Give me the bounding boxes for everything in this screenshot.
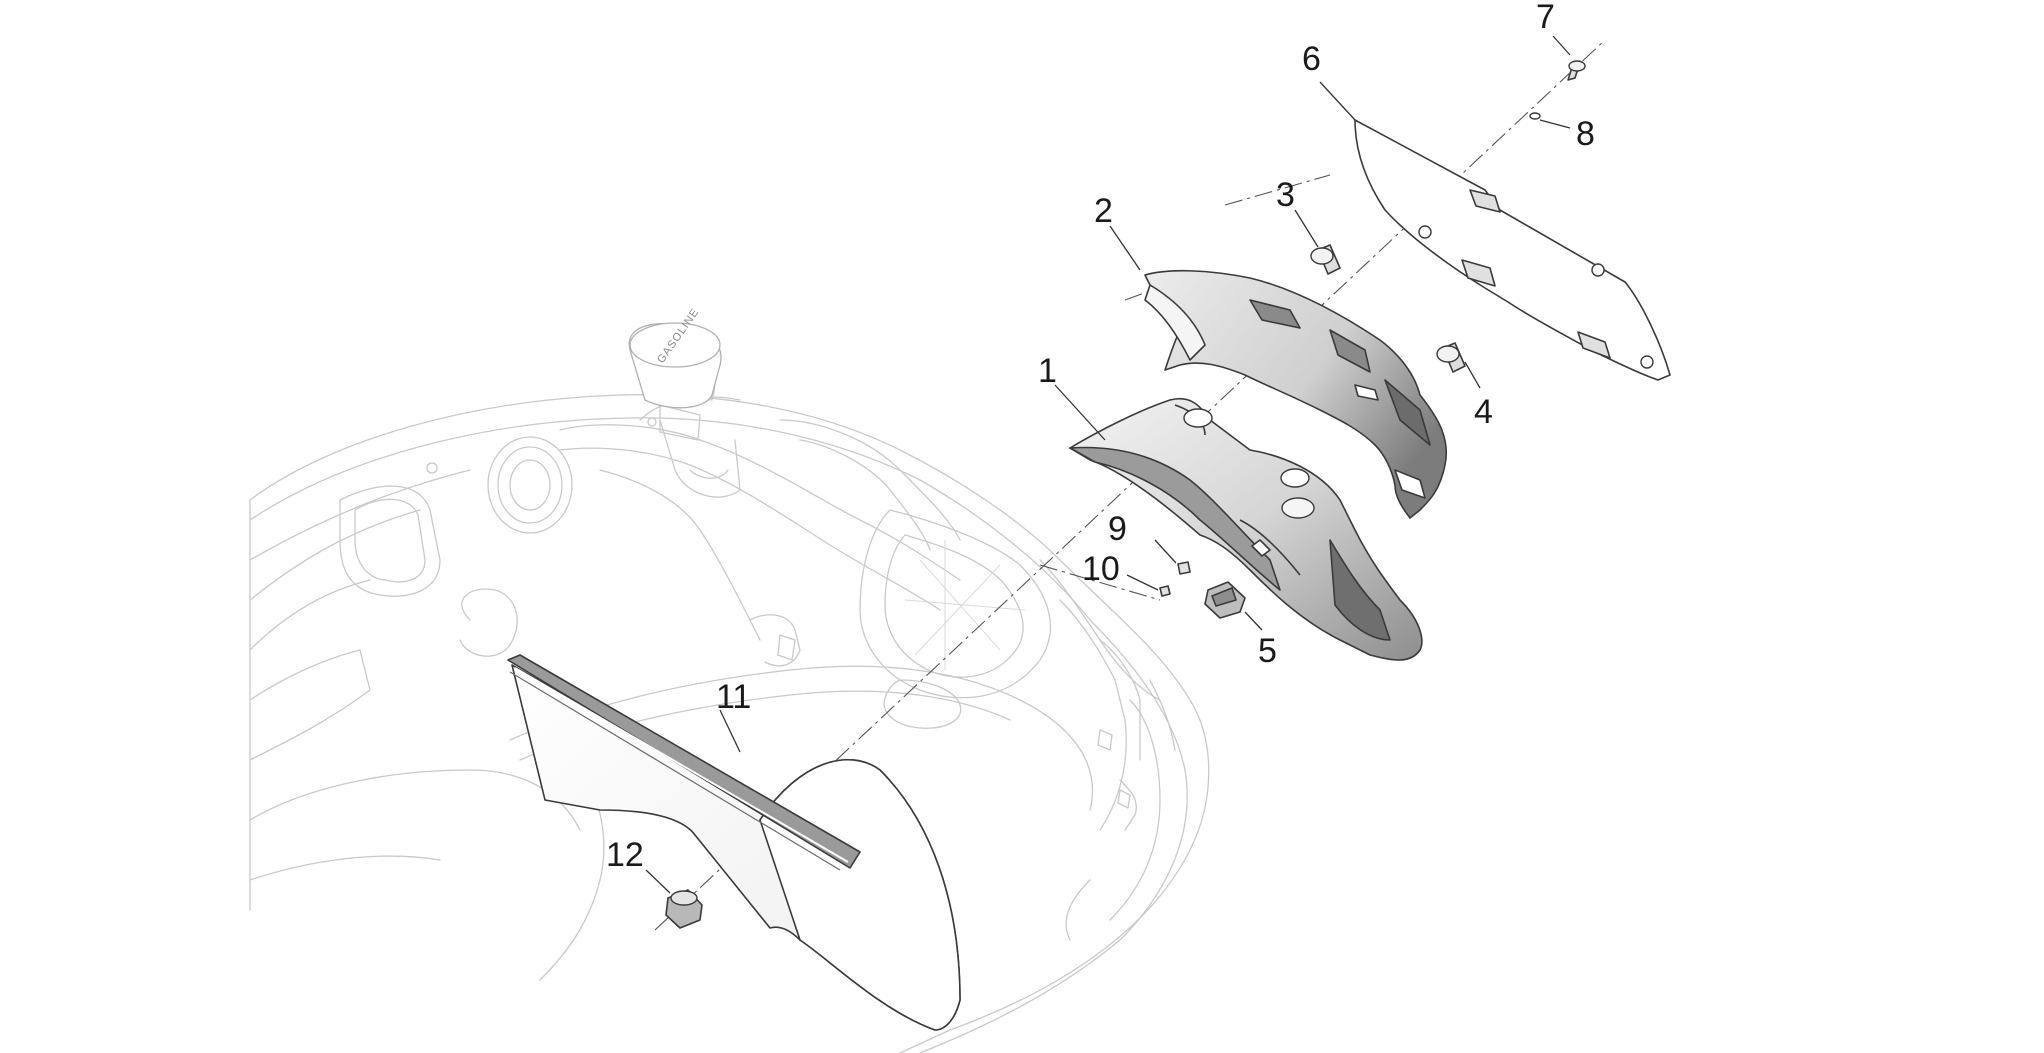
callout-1: 1: [1038, 352, 1057, 390]
callout-11: 11: [716, 678, 751, 716]
callout-4: 4: [1474, 393, 1493, 431]
part-2-upper-shell: [1144, 269, 1447, 519]
leader-lines: [645, 35, 1571, 894]
part-3-screw: [1310, 244, 1341, 275]
callout-10: 10: [1082, 550, 1120, 588]
fuel-cap: GASOLINE: [628, 306, 722, 409]
part-1-lower-shell: [1069, 398, 1423, 661]
part-7-screw: [1567, 60, 1586, 81]
callout-9: 9: [1108, 510, 1127, 548]
part-11-trunk-liner: [507, 654, 961, 1031]
callout-3: 3: [1276, 176, 1295, 214]
callout-12: 12: [606, 836, 644, 874]
part-6-plate-holder: [1354, 119, 1671, 381]
callout-7: 7: [1536, 0, 1555, 36]
part-8-washer: [1529, 112, 1541, 120]
callout-2: 2: [1094, 192, 1113, 230]
scooter-rear-body: GASOLINE: [249, 306, 1210, 1053]
callout-5: 5: [1258, 632, 1277, 670]
part-10-pin: [1159, 585, 1171, 597]
part-4-screw: [1436, 342, 1466, 373]
part-5-clip: [1204, 581, 1246, 619]
callout-labels: 1 2 3 4 5 6 7 8 9 10 11 12: [606, 0, 1595, 874]
part-12-grommet: [665, 889, 703, 929]
callout-6: 6: [1302, 40, 1321, 78]
part-9-pin: [1177, 561, 1191, 575]
callout-8: 8: [1576, 115, 1595, 153]
